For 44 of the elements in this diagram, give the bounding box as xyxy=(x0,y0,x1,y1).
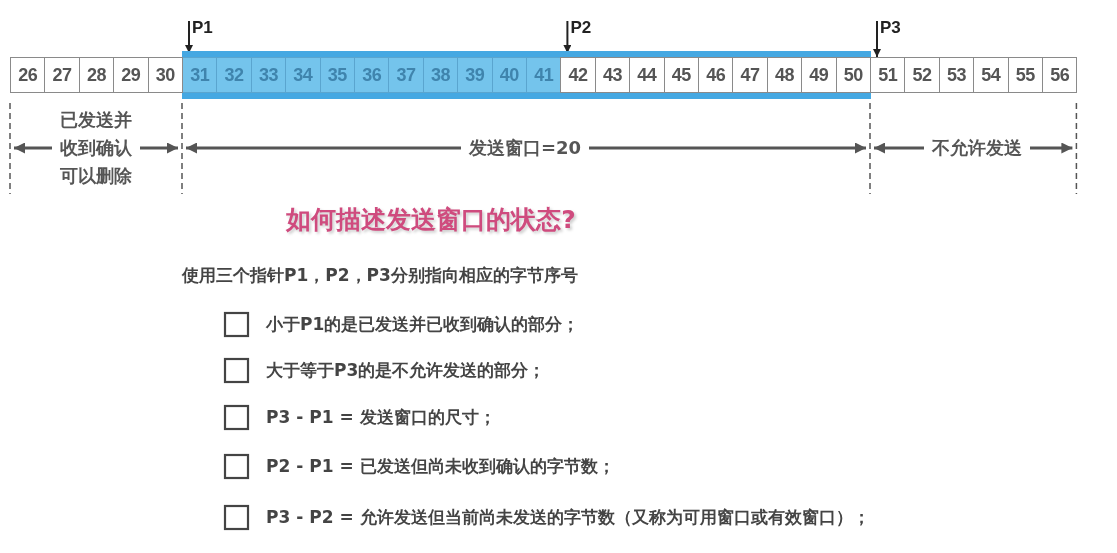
title: 如何描述发送窗口的状态? xyxy=(285,204,577,236)
byte-cell: 53 xyxy=(938,57,975,93)
byte-cell: 32 xyxy=(216,57,252,93)
byte-cell: 27 xyxy=(44,57,80,93)
pointer-arrow xyxy=(873,20,881,58)
byte-cell: 50 xyxy=(835,57,871,93)
byte-cell: 51 xyxy=(870,57,906,93)
pointer-arrow xyxy=(185,20,193,54)
byte-cell: 35 xyxy=(319,57,355,93)
byte-cell: 47 xyxy=(732,57,768,93)
byte-cell: 34 xyxy=(285,57,321,93)
byte-cell: 42 xyxy=(560,57,596,93)
byte-cell: 38 xyxy=(422,57,459,93)
byte-cell: 36 xyxy=(354,57,390,93)
byte-cell: 37 xyxy=(388,57,424,93)
byte-cell: 46 xyxy=(698,57,734,93)
list-item-text: 小于P1的是已发送并已收到确认的部分； xyxy=(266,313,580,336)
byte-cell: 33 xyxy=(250,57,287,93)
byte-cell: 43 xyxy=(594,57,631,93)
byte-cell: 40 xyxy=(491,57,527,93)
list-item-text: P3 - P1 = 发送窗口的尺寸； xyxy=(266,406,496,429)
byte-cell: 41 xyxy=(526,57,562,93)
byte-cell: 29 xyxy=(113,57,149,93)
pointer-label: P1 xyxy=(192,18,213,38)
byte-cell: 48 xyxy=(766,57,803,93)
pointer-label: P3 xyxy=(880,18,901,38)
byte-cell: 30 xyxy=(147,57,183,93)
pointer-label: P2 xyxy=(570,18,592,38)
window-band xyxy=(182,51,871,99)
byte-cell: 44 xyxy=(629,57,665,93)
byte-cell: 55 xyxy=(1007,57,1043,93)
list-item-text: P3 - P2 = 允许发送但当前尚未发送的字节数（又称为可用窗口或有效窗口）； xyxy=(266,506,870,529)
list-item-text: P2 - P1 = 已发送但尚未收到确认的字节数； xyxy=(266,455,615,478)
byte-cell: 56 xyxy=(1042,57,1078,93)
byte-cell: 52 xyxy=(904,57,940,93)
byte-cell: 26 xyxy=(10,57,46,93)
byte-cell: 54 xyxy=(973,57,1009,93)
byte-cell: 45 xyxy=(663,57,699,93)
list-item-text: 大于等于P3的是不允许发送的部分； xyxy=(266,359,546,382)
byte-cell: 39 xyxy=(457,57,493,93)
description-text: 使用三个指针P1，P2，P3分别指向相应的字节序号 xyxy=(182,264,578,287)
byte-cell: 28 xyxy=(78,57,115,93)
byte-cell: 49 xyxy=(801,57,837,93)
pointer-arrow xyxy=(563,20,572,54)
